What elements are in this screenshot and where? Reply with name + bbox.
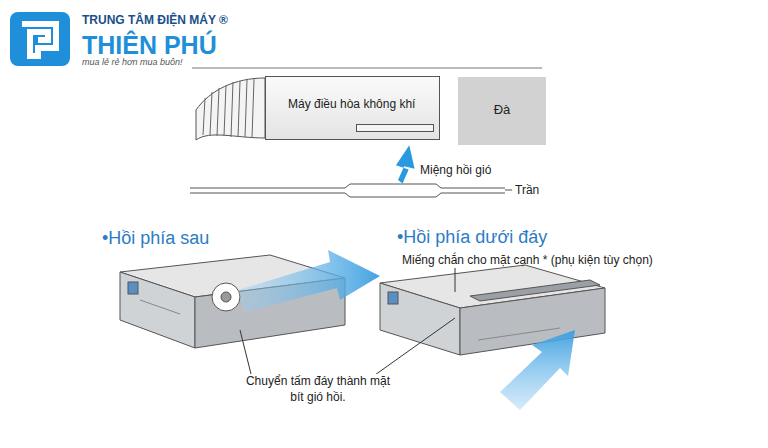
ceiling [190,184,512,197]
annotation: Trần [515,183,539,199]
annotation: Miệng hồi gió [420,163,491,179]
node-label: Đà [458,102,546,117]
airflow-arrow [238,250,380,312]
section-heading: •Hồi phía sau [102,227,209,250]
section-heading: •Hồi phía dưới đáy [397,226,547,249]
annotation: Chuyển tấm đáy thành mặt bít gió hồi. [238,374,398,405]
logo-text: TRUNG TÂM ĐIỆN MÁY ® [82,13,228,29]
logo-icon [10,12,70,66]
air-conditioner-box: Máy điều hòa không khí [265,76,440,140]
logo-text: THIÊN PHÚ [82,29,217,62]
node-label: Máy điều hòa không khí [288,97,431,111]
logo-text: mua lẻ rẻ hơn mua buôn! [82,57,183,69]
annotation: Miếng chắn cho mặt cạnh * (phụ kiện tùy … [402,253,653,269]
return-arrow [393,145,416,184]
airflow-arrow [500,330,575,410]
slab-line [192,68,542,69]
beam-box: Đà [458,77,546,145]
return-grille [356,124,434,132]
leader-line [240,268,455,382]
duct-hose [196,78,265,140]
